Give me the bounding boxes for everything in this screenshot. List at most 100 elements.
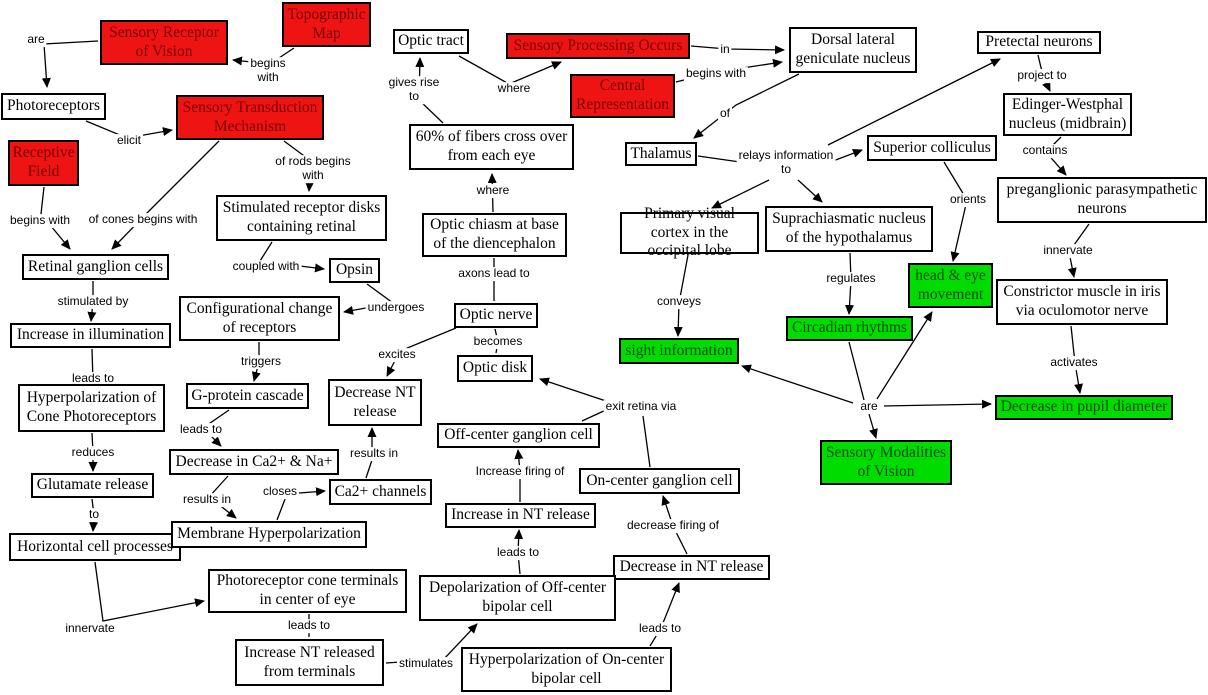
node-central-representation[interactable]: Central Representation <box>570 74 675 118</box>
node-glutamate-release[interactable]: Glutamate release <box>31 473 154 498</box>
link-label-innervate-2[interactable]: innervate <box>63 621 117 636</box>
node-sensory-processing-occurs[interactable]: Sensory Processing Occurs <box>506 33 690 59</box>
node-pretectal-neurons[interactable]: Pretectal neurons <box>977 31 1101 54</box>
link-label-of-cones-begins-with[interactable]: of cones begins with <box>86 212 200 227</box>
connector-16 <box>690 45 785 55</box>
link-label-of[interactable]: of <box>717 106 733 121</box>
node-decrease-ca-na[interactable]: Decrease in Ca2+ & Na+ <box>169 449 339 475</box>
node-circadian-rhythms[interactable]: Circadian rhythms <box>786 316 913 341</box>
node-membrane-hyperpolarization[interactable]: Membrane Hyperpolarization <box>171 521 367 548</box>
node-optic-disk[interactable]: Optic disk <box>457 355 533 382</box>
link-label-begins-with-2[interactable]: begins with <box>683 66 749 81</box>
link-label-reduces[interactable]: reduces <box>69 445 117 460</box>
connector-3 <box>111 140 220 250</box>
link-label-regulates[interactable]: regulates <box>824 271 878 286</box>
link-label-undergoes[interactable]: undergoes <box>365 300 427 315</box>
connector-33 <box>876 311 933 400</box>
node-sensory-modalities-of-vision[interactable]: Sensory Modalities of Vision <box>820 440 952 485</box>
node-optic-tract[interactable]: Optic tract <box>393 29 469 54</box>
connector-28 <box>943 161 968 262</box>
node-optic-nerve[interactable]: Optic nerve <box>454 303 538 328</box>
link-label-excites[interactable]: excites <box>376 347 418 362</box>
node-opsin[interactable]: Opsin <box>329 258 380 283</box>
link-label-coupled-with[interactable]: coupled with <box>230 259 302 274</box>
link-label-begins-with-1[interactable]: begins with <box>248 56 288 85</box>
link-label-leads-to-3[interactable]: leads to <box>494 545 542 560</box>
link-label-results-in-1[interactable]: results in <box>347 446 401 461</box>
node-head-eye-movement[interactable]: head & eye movement <box>908 263 993 308</box>
connector-45 <box>649 582 680 647</box>
node-dorsal-lateral-geniculate-nucleus[interactable]: Dorsal lateral geniculate nucleus <box>789 27 917 73</box>
link-label-project-to[interactable]: project to <box>1015 68 1069 83</box>
node-photoreceptor-cone-terminals[interactable]: Photoreceptor cone terminals in center o… <box>208 569 407 613</box>
node-hyperpolarization-cone[interactable]: Hyperpolarization of Cone Photoreceptors <box>18 384 165 432</box>
link-label-axons-lead-to[interactable]: axons lead to <box>456 266 532 281</box>
node-sight-information[interactable]: sight information <box>619 338 739 364</box>
node-decrease-nt-release-a[interactable]: Decrease NT release <box>328 379 422 426</box>
link-label-results-in-2[interactable]: results in <box>180 492 234 507</box>
link-label-of-rods-begins-with[interactable]: of rods begins with <box>273 154 353 183</box>
link-label-leads-to-1[interactable]: leads to <box>69 371 117 386</box>
link-label-are-1[interactable]: are <box>25 32 47 47</box>
node-superior-colliculus[interactable]: Superior colliculus <box>867 135 997 161</box>
node-sensory-transduction-mechanism[interactable]: Sensory Transduction Mechanism <box>176 95 324 140</box>
node-primary-visual-cortex[interactable]: Primary visual cortex in the occipital l… <box>620 205 759 259</box>
node-on-center-ganglion-cell[interactable]: On-center ganglion cell <box>579 468 740 494</box>
node-ca-channels[interactable]: Ca2+ channels <box>329 479 432 505</box>
link-label-stimulates[interactable]: stimulates <box>396 656 456 671</box>
link-label-innervate-1[interactable]: innervate <box>1041 243 1095 258</box>
link-label-closes[interactable]: closes <box>260 484 300 499</box>
node-g-protein-cascade[interactable]: G-protein cascade <box>186 383 309 409</box>
node-sensory-receptor-of-vision[interactable]: Sensory Receptor of Vision <box>100 20 228 65</box>
link-label-where-2[interactable]: where <box>474 183 512 198</box>
node-decrease-in-pupil-diameter[interactable]: Decrease in pupil diameter <box>995 395 1173 420</box>
link-label-leads-to-5[interactable]: leads to <box>636 621 684 636</box>
link-label-becomes[interactable]: becomes <box>471 334 525 349</box>
link-label-are-2[interactable]: are <box>858 399 880 414</box>
link-label-to[interactable]: to <box>86 507 102 522</box>
node-suprachiasmatic-nucleus[interactable]: Suprachiasmatic nucleus of the hypothala… <box>765 206 933 252</box>
connector-20 <box>832 148 863 162</box>
link-label-gives-rise-to[interactable]: gives rise to <box>386 75 442 104</box>
node-preganglionic-parasympathetic-neurons[interactable]: preganglionic parasympathetic neurons <box>997 177 1207 223</box>
link-label-in[interactable]: in <box>718 42 732 57</box>
node-hyperpolarization-on-center[interactable]: Hyperpolarization of On-center bipolar c… <box>461 647 672 692</box>
link-label-orients[interactable]: orients <box>947 192 989 207</box>
node-receptive-field[interactable]: Receptive Field <box>8 140 79 186</box>
node-increase-in-illumination[interactable]: Increase in illumination <box>10 323 171 348</box>
node-optic-chiasm[interactable]: Optic chiasm at base of the diencephalon <box>422 213 567 257</box>
node-decrease-in-nt-release-b[interactable]: Decrease in NT release <box>613 555 770 580</box>
link-label-begins-with-receptive[interactable]: begins with <box>7 213 73 228</box>
link-label-leads-to-2[interactable]: leads to <box>177 422 225 437</box>
node-stimulated-receptor-disks[interactable]: Stimulated receptor disks containing ret… <box>216 195 387 241</box>
link-label-conveys[interactable]: conveys <box>654 294 704 309</box>
connector-4 <box>40 186 71 250</box>
node-retinal-ganglion-cells[interactable]: Retinal ganglion cells <box>22 254 169 280</box>
link-label-exit-retina-via[interactable]: exit retina via <box>603 399 679 414</box>
connector-18 <box>693 73 800 139</box>
node-increase-nt-released[interactable]: Increase NT released from terminals <box>235 639 384 686</box>
node-horizontal-cell-processes[interactable]: Horizontal cell processes <box>9 533 181 561</box>
node-increase-in-nt-release[interactable]: Increase in NT release <box>445 503 596 528</box>
link-label-increase-firing-of[interactable]: Increase firing of <box>473 464 567 479</box>
connector-23 <box>797 179 823 203</box>
link-label-stimulated-by[interactable]: stimulated by <box>55 294 131 309</box>
node-configurational-change[interactable]: Configurational change of receptors <box>179 296 340 341</box>
link-label-activates[interactable]: activates <box>1048 355 1100 370</box>
link-label-where-1[interactable]: where <box>495 81 533 96</box>
node-constrictor-muscle[interactable]: Constrictor muscle in iris via oculomoto… <box>996 279 1168 325</box>
link-label-relays-information-to[interactable]: relays information to <box>736 148 836 177</box>
node-topographic-map[interactable]: Topographic Map <box>282 2 371 47</box>
link-label-decrease-firing-of[interactable]: decrease firing of <box>624 518 722 533</box>
link-label-elicit[interactable]: elicit <box>114 133 144 148</box>
connector-47 <box>642 415 651 468</box>
link-label-triggers[interactable]: triggers <box>238 354 284 369</box>
node-edinger-westphal-nucleus[interactable]: Edinger-Westphal nucleus (midbrain) <box>1003 93 1132 136</box>
node-photoreceptors[interactable]: Photoreceptors <box>1 93 106 120</box>
link-label-contains[interactable]: contains <box>1020 143 1070 158</box>
node-off-center-ganglion-cell[interactable]: Off-center ganglion cell <box>437 423 600 448</box>
link-label-leads-to-4[interactable]: leads to <box>285 618 333 633</box>
node-thalamus[interactable]: Thalamus <box>625 142 697 166</box>
node-depolarization-off-center[interactable]: Depolarization of Off-center bipolar cel… <box>419 575 616 621</box>
node-fibers-cross-over[interactable]: 60% of fibers cross over from each eye <box>409 124 574 170</box>
